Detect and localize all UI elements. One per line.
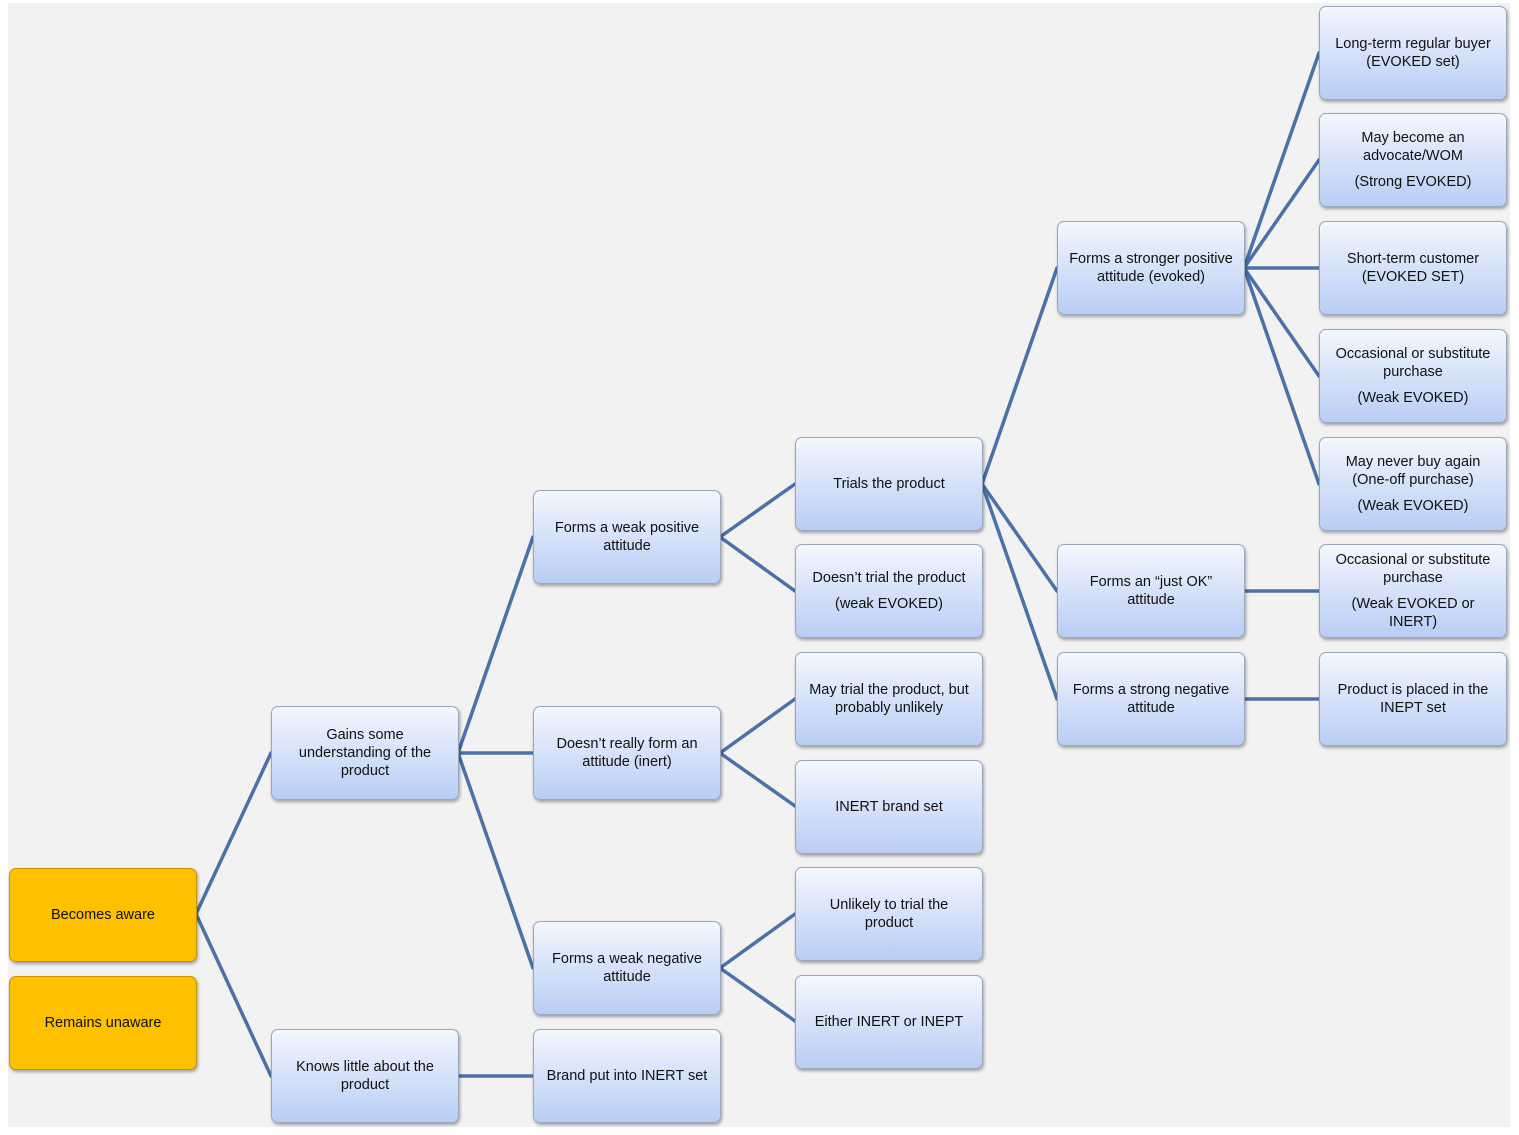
node-text: probably unlikely — [834, 700, 943, 716]
link-weakpos-notrial — [718, 535, 797, 593]
node-occasional-inert: Occasional or substitute purchase (Weak … — [1319, 544, 1507, 638]
node-text: Unlikely to trial the — [829, 897, 949, 913]
node-text: Becomes aware — [51, 907, 155, 923]
node-text: advocate/WOM — [1363, 148, 1463, 164]
node-no-trial: Doesn’t trial the product (weak EVOKED) — [795, 544, 983, 638]
node-text: Gains some — [326, 727, 404, 743]
node-text: attitude — [603, 969, 651, 985]
node-text: Forms a stronger positive — [1069, 251, 1233, 267]
node-text: Forms a weak negative — [552, 951, 702, 967]
node-text: May trial the product, but — [809, 682, 969, 698]
node-stronger-positive: Forms a stronger positive attitude (evok… — [1057, 221, 1245, 315]
node-text: Forms a strong negative — [1072, 682, 1230, 698]
node-text: Long-term regular buyer — [1335, 36, 1491, 52]
link-noatt-maytrial — [718, 697, 797, 755]
link-stronger-advocate — [1242, 158, 1321, 270]
node-subtext: (Weak EVOKED) — [1357, 390, 1469, 406]
link-noatt-inertset — [718, 751, 797, 808]
node-subtext: (Weak EVOKED or INERT) — [1351, 596, 1475, 630]
node-short-term: Short-term customer (EVOKED SET) — [1319, 221, 1507, 315]
node-text: product — [864, 915, 914, 931]
node-just-ok: Forms an “just OK” attitude — [1057, 544, 1245, 638]
node-text: purchase — [1383, 364, 1443, 380]
node-knows-little: Knows little about the product — [271, 1029, 459, 1123]
node-text: (EVOKED set) — [1366, 54, 1460, 70]
node-text: attitude — [603, 538, 651, 554]
node-weak-negative: Forms a weak negative attitude — [533, 921, 721, 1015]
link-weakpos-trials — [718, 482, 797, 539]
node-text: attitude (inert) — [582, 754, 672, 770]
node-text: Short-term customer — [1346, 251, 1480, 267]
node-text: Forms a weak positive — [554, 520, 700, 536]
node-text: understanding of the — [298, 745, 432, 761]
link-weakneg-unlikely — [718, 912, 797, 970]
node-text: Knows little about the — [296, 1059, 434, 1075]
node-occasional-weak: Occasional or substitute purchase (Weak … — [1319, 329, 1507, 423]
node-text: Forms an “just OK” — [1089, 574, 1213, 590]
node-may-trial: May trial the product, but probably unli… — [795, 652, 983, 746]
node-text: Occasional or substitute — [1335, 552, 1491, 568]
node-text: purchase — [1383, 570, 1443, 586]
link-stronger-occasional — [1242, 266, 1321, 378]
node-text: Remains unaware — [44, 1015, 162, 1031]
node-text: Doesn’t really form an — [556, 736, 698, 752]
link-trials-justok — [980, 482, 1059, 593]
node-text: (One-off purchase) — [1352, 472, 1474, 488]
node-text: Occasional or substitute — [1335, 346, 1491, 362]
node-text: INEPT set — [1380, 700, 1446, 716]
node-never-again: May never buy again (One-off purchase) (… — [1319, 437, 1507, 531]
node-brand-inert: Brand put into INERT set — [533, 1029, 721, 1123]
node-text: Product is placed in the — [1337, 682, 1489, 698]
node-long-term-buyer: Long-term regular buyer (EVOKED set) — [1319, 6, 1507, 100]
link-aware-gains — [194, 751, 273, 916]
node-text: May become an — [1361, 130, 1465, 146]
node-advocate: May become an advocate/WOM (Strong EVOKE… — [1319, 113, 1507, 207]
node-weak-positive: Forms a weak positive attitude — [533, 490, 721, 584]
link-weakneg-either — [718, 966, 797, 1023]
node-text: INERT brand set — [835, 799, 943, 815]
node-inept-set: Product is placed in the INEPT set — [1319, 652, 1507, 746]
node-text: attitude — [1127, 700, 1175, 716]
node-text: attitude — [1127, 592, 1175, 608]
node-strong-negative: Forms a strong negative attitude — [1057, 652, 1245, 746]
node-text: product — [340, 1077, 390, 1093]
node-text: Brand put into INERT set — [546, 1068, 708, 1084]
node-text: Either INERT or INEPT — [814, 1014, 964, 1030]
node-becomes-aware: Becomes aware — [9, 868, 197, 962]
link-gains-weakneg — [456, 751, 535, 970]
node-text: Trials the product — [833, 476, 945, 492]
link-aware-knows — [194, 912, 273, 1078]
node-subtext: (weak EVOKED) — [835, 596, 943, 612]
node-unlikely-trial: Unlikely to trial the product — [795, 867, 983, 961]
link-stronger-longterm — [1242, 51, 1321, 270]
link-trials-stronger — [980, 266, 1059, 486]
node-text: (EVOKED SET) — [1361, 269, 1465, 285]
node-inert-brand-set: INERT brand set — [795, 760, 983, 854]
link-stronger-never — [1242, 266, 1321, 486]
node-text: product — [340, 763, 390, 779]
node-subtext: (Weak EVOKED) — [1357, 498, 1469, 514]
link-gains-weakpos — [456, 535, 535, 755]
link-trials-strongneg — [980, 482, 1059, 701]
node-subtext: (Strong EVOKED) — [1354, 174, 1472, 190]
node-remains-unaware: Remains unaware — [9, 976, 197, 1070]
node-text: May never buy again — [1345, 454, 1481, 470]
node-text: attitude (evoked) — [1096, 269, 1205, 285]
node-text: Doesn’t trial the product — [812, 570, 966, 586]
node-gains-understanding: Gains some understanding of the product — [271, 706, 459, 800]
node-trials-product: Trials the product — [795, 437, 983, 531]
node-inert-or-inept: Either INERT or INEPT — [795, 975, 983, 1069]
node-no-attitude: Doesn’t really form an attitude (inert) — [533, 706, 721, 800]
